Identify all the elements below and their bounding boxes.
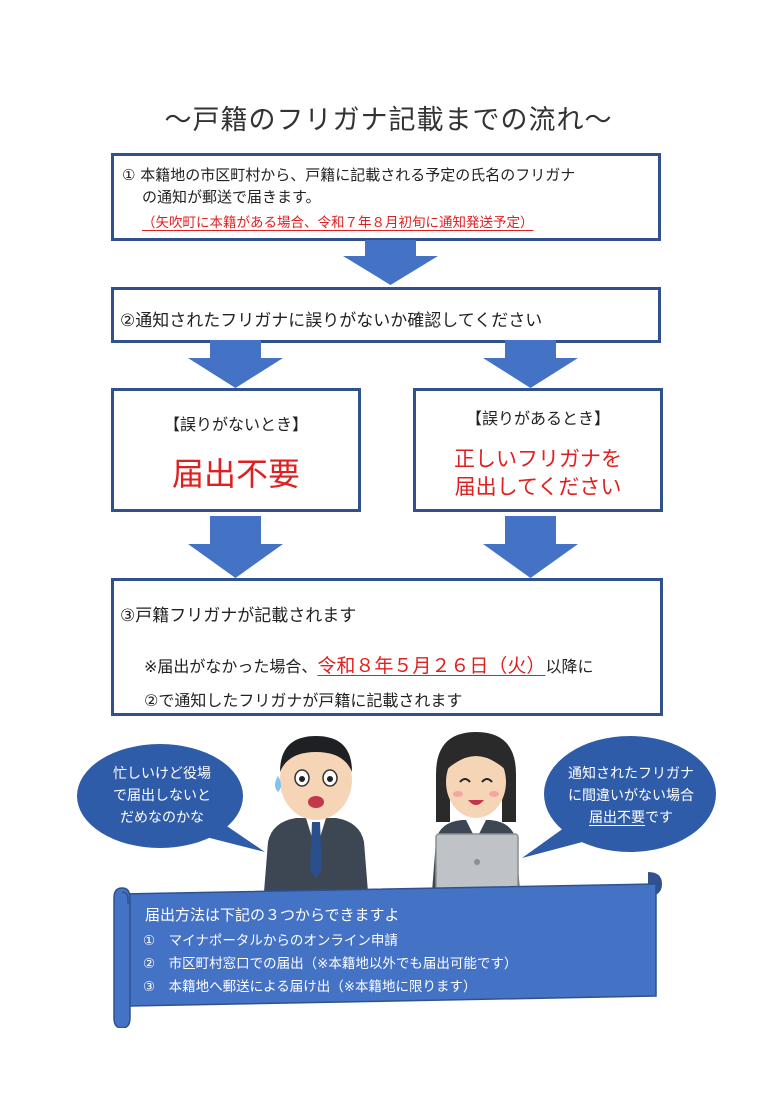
arrow-down-icon xyxy=(483,516,578,578)
page-title: ～戸籍のフリガナ記載までの流れ～ xyxy=(164,105,613,136)
method-item-2: ② 市区町村窓口での届出（※本籍地以外でも届出可能です） xyxy=(143,956,518,972)
scroll-banner xyxy=(113,872,662,1028)
arrow-down-icon xyxy=(188,340,283,388)
arrow-down-icon xyxy=(188,516,283,578)
has-error-box: 【誤りがあるとき】 正しいフリガナを 届出してください xyxy=(413,388,663,512)
methods-heading: 届出方法は下記の３つからできますよ xyxy=(145,906,400,924)
bubble-left-line3: だめなのかな xyxy=(120,810,204,826)
bubble-right-line3-rest: です xyxy=(645,810,673,826)
step3-line2: ②で通知したフリガナが戸籍に記載されます xyxy=(144,691,463,710)
method-item-3: ③ 本籍地へ郵送による届け出（※本籍地に限ります） xyxy=(143,979,477,995)
step3-line1: ※届出がなかった場合、令和８年５月２６日（火）以降に xyxy=(144,651,593,678)
has-error-result-line2: 届出してください xyxy=(454,475,622,499)
arrow-down-icon xyxy=(343,240,438,285)
speech-bubble-right xyxy=(522,736,716,858)
woman-illustration xyxy=(432,732,520,892)
step2-text: ②通知されたフリガナに誤りがないか確認してください xyxy=(120,311,543,331)
step1-line1: ① 本籍地の市区町村から、戸籍に記載される予定の氏名のフリガナ xyxy=(122,166,576,184)
bubble-right-line2: に間違いがない場合 xyxy=(568,788,694,804)
step1-note: （矢吹町に本籍がある場合、令和７年８月初旬に通知発送予定） xyxy=(142,215,534,231)
bubble-right-line3: 届出不要です xyxy=(556,807,706,829)
no-error-result: 届出不要 xyxy=(171,455,300,493)
step3-line1-suffix: 以降に xyxy=(545,657,594,676)
bubble-right-line1: 通知されたフリガナ xyxy=(568,766,694,782)
no-error-box: 【誤りがないとき】 届出不要 xyxy=(111,388,361,512)
step3-line1-prefix: ※届出がなかった場合、 xyxy=(144,657,318,676)
step3-box: ③戸籍フリガナが記載されます ※届出がなかった場合、令和８年５月２６日（火）以降… xyxy=(111,578,663,716)
step1-line2: の通知が郵送で届きます。 xyxy=(142,188,321,206)
step2-box: ②通知されたフリガナに誤りがないか確認してください xyxy=(111,287,661,343)
no-error-heading: 【誤りがないとき】 xyxy=(163,415,308,434)
bubble-left-line1: 忙しいけど役場 xyxy=(113,766,211,782)
has-error-heading: 【誤りがあるとき】 xyxy=(465,409,610,428)
man-illustration xyxy=(264,736,368,892)
step1-box: ① 本籍地の市区町村から、戸籍に記載される予定の氏名のフリガナ の通知が郵送で届… xyxy=(111,153,661,241)
bubble-left-text: 忙しいけど役場 で届出しないと だめなのかな xyxy=(92,763,232,829)
step3-date: 令和８年５月２６日（火） xyxy=(317,655,546,677)
bubble-right-text: 通知されたフリガナ に間違いがない場合 届出不要です xyxy=(556,763,706,829)
speech-bubble-left xyxy=(77,744,265,852)
step3-heading: ③戸籍フリガナが記載されます xyxy=(120,606,357,626)
method-item-1: ① マイナポータルからのオンライン申請 xyxy=(143,933,398,949)
bubble-left-line2: で届出しないと xyxy=(113,788,211,804)
has-error-result-line1: 正しいフリガナを xyxy=(454,447,622,471)
bubble-right-emphasis: 届出不要 xyxy=(589,810,645,826)
arrow-down-icon xyxy=(483,340,578,388)
